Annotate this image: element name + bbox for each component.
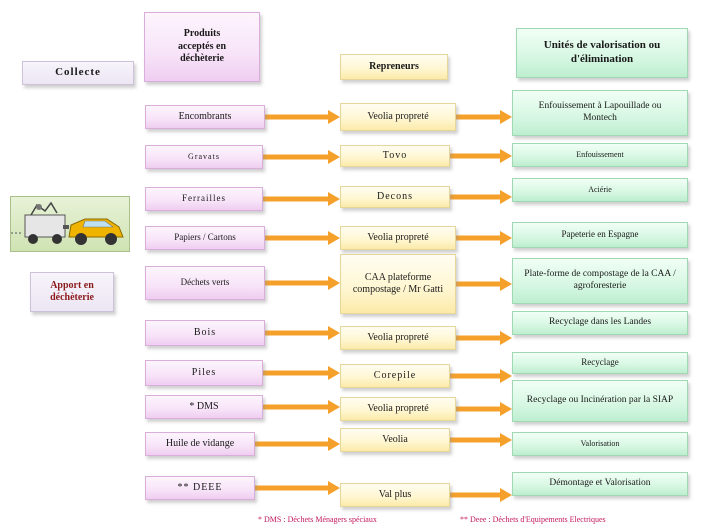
product-to-repreneur-arrow-0 bbox=[265, 110, 340, 124]
repreneur-box-9-label: Val plus bbox=[378, 488, 412, 500]
repreneur-box-6-label: Corepile bbox=[373, 369, 417, 381]
product-to-repreneur-arrow-5 bbox=[265, 326, 340, 340]
unit-box-8-label: Valorisation bbox=[580, 439, 620, 448]
product-box-8: Huile de vidange bbox=[145, 432, 255, 456]
product-box-0-label: Encombrants bbox=[178, 110, 232, 122]
repreneur-box-6: Corepile bbox=[340, 364, 450, 388]
product-box-1: Gravats bbox=[145, 145, 263, 169]
repreneur-box-2: Decons bbox=[340, 186, 450, 208]
unit-box-5-label: Recyclage dans les Landes bbox=[548, 317, 652, 328]
repreneur-box-3: Veolia propreté bbox=[340, 226, 456, 250]
unit-box-4: Plate-forme de compostage de la CAA / ag… bbox=[512, 258, 688, 304]
footnote-deee: ** Deee : Déchets d'Equipements Electriq… bbox=[460, 515, 606, 524]
product-to-repreneur-arrow-6 bbox=[263, 366, 340, 380]
product-box-6: Piles bbox=[145, 360, 263, 386]
product-box-0: Encombrants bbox=[145, 105, 265, 129]
repreneurs-header: Repreneurs bbox=[340, 54, 448, 80]
product-box-1-label: Gravats bbox=[188, 152, 220, 161]
unit-box-0: Enfouissement à Lapouillade ou Montech bbox=[512, 90, 688, 136]
repreneurs-label: Repreneurs bbox=[369, 60, 419, 72]
repreneur-to-unit-arrow-5 bbox=[456, 331, 512, 345]
repreneur-to-unit-arrow-1 bbox=[450, 149, 512, 163]
repreneur-box-7: Veolia propreté bbox=[340, 397, 456, 421]
repreneur-box-8: Veolia bbox=[340, 428, 450, 452]
repreneur-box-5: Veolia propreté bbox=[340, 326, 456, 350]
unit-box-2: Aciérie bbox=[512, 178, 688, 202]
product-box-9: ** DEEE bbox=[145, 476, 255, 500]
truck-illustration bbox=[10, 196, 130, 252]
unites-header: Unités de valorisation ou d'élimination bbox=[516, 28, 688, 78]
repreneur-to-unit-arrow-4 bbox=[456, 277, 512, 291]
product-box-5-label: Bois bbox=[193, 326, 217, 338]
product-box-9-label: ** DEEE bbox=[177, 481, 223, 493]
unit-box-1-label: Enfouissement bbox=[576, 150, 624, 159]
product-box-5: Bois bbox=[145, 320, 265, 346]
unit-box-9: Démontage et Valorisation bbox=[512, 472, 688, 496]
product-box-3-label: Papiers / Cartons bbox=[174, 232, 236, 243]
collecte-label: Collecte bbox=[55, 66, 101, 79]
product-box-2: Ferrailles bbox=[145, 187, 263, 211]
unit-box-2-label: Aciérie bbox=[588, 185, 612, 194]
product-to-repreneur-arrow-3 bbox=[265, 231, 340, 245]
footnote-dms: * DMS : Déchets Ménagers spéciaux bbox=[258, 515, 377, 524]
produits-label: Produits acceptés en déchèterie bbox=[177, 28, 227, 65]
unit-box-0-label: Enfouissement à Lapouillade ou Montech bbox=[538, 101, 662, 123]
collecte-header: Collecte bbox=[22, 61, 134, 85]
unit-box-8: Valorisation bbox=[512, 432, 688, 456]
unit-box-5: Recyclage dans les Landes bbox=[512, 311, 688, 335]
product-box-6-label: Piles bbox=[191, 366, 217, 378]
unit-box-9-label: Démontage et Valorisation bbox=[549, 478, 651, 489]
unit-box-3: Papeterie en Espagne bbox=[512, 222, 688, 248]
repreneur-to-unit-arrow-7 bbox=[456, 402, 512, 416]
repreneur-box-0: Veolia propreté bbox=[340, 103, 456, 131]
unit-box-6: Recyclage bbox=[512, 352, 688, 374]
unit-box-7: Recyclage ou Incinération par la SIAP bbox=[512, 380, 688, 422]
product-box-8-label: Huile de vidange bbox=[165, 437, 235, 449]
repreneur-to-unit-arrow-9 bbox=[450, 488, 512, 502]
product-box-4: Déchets verts bbox=[145, 266, 265, 300]
repreneur-to-unit-arrow-3 bbox=[456, 231, 512, 245]
unit-box-1: Enfouissement bbox=[512, 143, 688, 167]
repreneur-box-1: Tovo bbox=[340, 145, 450, 167]
apport-box: Apport en déchèterie bbox=[30, 272, 114, 312]
repreneur-box-7-label: Veolia propreté bbox=[367, 402, 429, 414]
produits-header: Produits acceptés en déchèterie bbox=[144, 12, 260, 82]
repreneur-to-unit-arrow-6 bbox=[450, 369, 512, 383]
repreneur-to-unit-arrow-0 bbox=[456, 110, 512, 124]
repreneur-to-unit-arrow-2 bbox=[450, 190, 512, 204]
repreneur-box-4-label: CAA plateforme compostage / Mr Gatti bbox=[352, 271, 444, 296]
product-to-repreneur-arrow-4 bbox=[265, 276, 340, 290]
unites-label: Unités de valorisation ou d'élimination bbox=[543, 39, 661, 65]
product-box-3: Papiers / Cartons bbox=[145, 226, 265, 250]
repreneur-box-1-label: Tovo bbox=[382, 149, 408, 161]
repreneur-box-3-label: Veolia propreté bbox=[367, 231, 429, 243]
unit-box-4-label: Plate-forme de compostage de la CAA / ag… bbox=[524, 269, 676, 291]
product-to-repreneur-arrow-1 bbox=[263, 150, 340, 164]
apport-label: Apport en déchèterie bbox=[50, 279, 94, 304]
product-to-repreneur-arrow-2 bbox=[263, 192, 340, 206]
repreneur-box-5-label: Veolia propreté bbox=[367, 331, 429, 343]
unit-box-7-label: Recyclage ou Incinération par la SIAP bbox=[526, 395, 674, 406]
product-box-4-label: Déchets verts bbox=[180, 277, 230, 288]
repreneur-to-unit-arrow-8 bbox=[450, 433, 512, 447]
product-to-repreneur-arrow-8 bbox=[255, 437, 340, 451]
product-box-7-label: * DMS bbox=[189, 400, 219, 412]
product-to-repreneur-arrow-9 bbox=[255, 481, 340, 495]
unit-box-6-label: Recyclage bbox=[581, 357, 619, 368]
product-to-repreneur-arrow-7 bbox=[263, 400, 340, 414]
repreneur-box-0-label: Veolia propreté bbox=[367, 110, 429, 122]
repreneur-box-2-label: Decons bbox=[377, 190, 413, 202]
truck-icon bbox=[11, 201, 124, 245]
product-box-7: * DMS bbox=[145, 395, 263, 419]
product-box-2-label: Ferrailles bbox=[182, 193, 226, 204]
repreneur-box-8-label: Veolia bbox=[382, 433, 408, 445]
repreneur-box-9: Val plus bbox=[340, 483, 450, 507]
unit-box-3-label: Papeterie en Espagne bbox=[561, 229, 639, 240]
repreneur-box-4: CAA plateforme compostage / Mr Gatti bbox=[340, 254, 456, 314]
